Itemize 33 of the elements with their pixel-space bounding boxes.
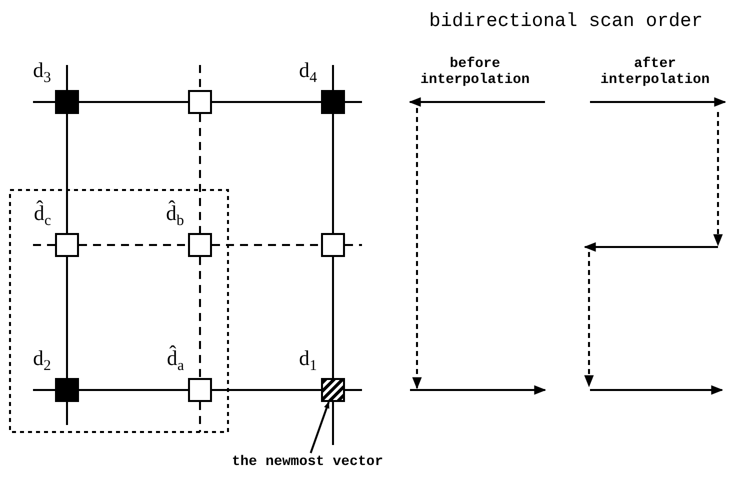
interpolated-vector-square — [188, 378, 212, 402]
grid-line — [79, 244, 188, 246]
known-vector-square — [55, 90, 79, 114]
vector-label: d$_{1}$ — [298, 346, 317, 376]
grid-line — [66, 114, 68, 233]
known-vector-square — [321, 90, 345, 114]
interpolated-vector-square — [188, 233, 212, 257]
interpolated-vector-square — [55, 233, 79, 257]
grid-line — [199, 257, 201, 378]
vector-label: d̂$_{b}$ — [165, 201, 184, 232]
interpolated-vector-square — [321, 233, 345, 257]
grid-line — [66, 257, 68, 378]
grid-line — [199, 114, 201, 233]
known-vector-square — [55, 378, 79, 402]
section-heading: bidirectional scan order — [428, 10, 704, 32]
grid-line — [212, 389, 321, 391]
vector-label: d$_{4}$ — [298, 58, 317, 88]
vector-label: d$_{2}$ — [32, 346, 51, 376]
grid-line — [212, 101, 321, 103]
grid-line — [332, 114, 334, 233]
column-heading: after interpolation — [599, 56, 711, 88]
grid-line — [332, 257, 334, 378]
callout-text: the newmost vector — [215, 453, 400, 471]
grid-line — [79, 101, 188, 103]
vector-label: d̂$_{c}$ — [32, 201, 51, 232]
grid-line — [79, 389, 188, 391]
grid-line — [212, 244, 321, 246]
interpolated-vector-square — [188, 90, 212, 114]
leader-line — [310, 401, 330, 454]
column-heading: before interpolation — [419, 56, 531, 88]
vector-label: d$_{3}$ — [32, 58, 51, 88]
vector-label: d̂$_{a}$ — [166, 346, 184, 376]
newest-vector-square — [321, 378, 345, 402]
